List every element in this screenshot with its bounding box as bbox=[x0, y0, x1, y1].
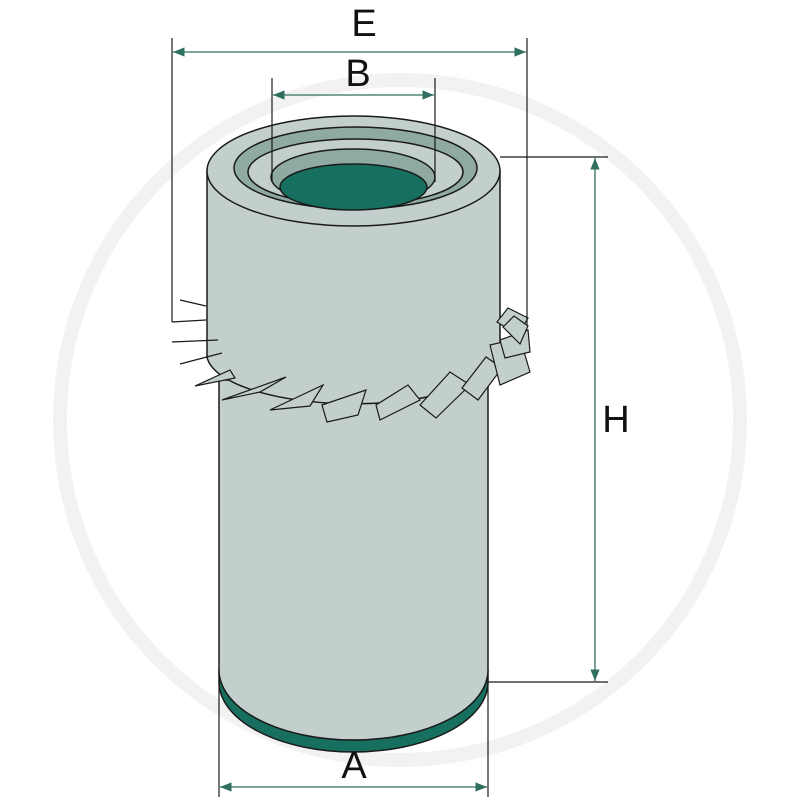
watermark bbox=[53, 73, 747, 767]
filter-wrap bbox=[171, 170, 531, 423]
dimension-arrows bbox=[173, 47, 600, 792]
torn-flaps bbox=[194, 307, 531, 423]
label-a: A bbox=[341, 745, 367, 787]
filter-base bbox=[218, 379, 489, 753]
fibers bbox=[171, 299, 223, 365]
filter-top bbox=[206, 115, 501, 227]
label-h: H bbox=[602, 399, 629, 441]
extension-lines bbox=[171, 38, 608, 797]
label-b: B bbox=[345, 53, 370, 95]
label-e: E bbox=[351, 3, 376, 45]
filter-outlet-opening bbox=[279, 163, 428, 211]
